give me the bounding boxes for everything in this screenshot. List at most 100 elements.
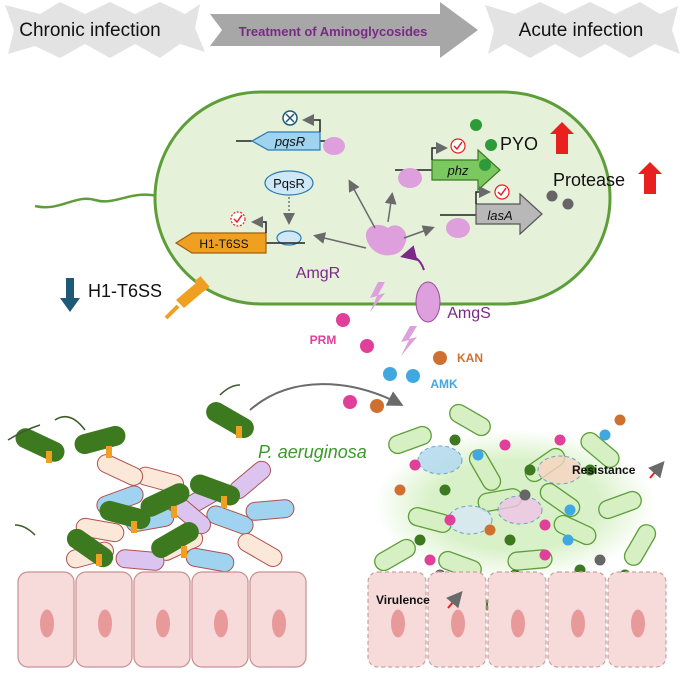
p-aeruginosa-cell: [140, 483, 190, 517]
molecule-dot: [519, 489, 531, 501]
amgs-protein: [415, 281, 441, 323]
acute-bacterium: [580, 431, 620, 469]
phz-promoter: [431, 142, 448, 160]
amgr-bound-pqsr: [323, 137, 345, 155]
lysed-cell: [417, 445, 463, 475]
syringe-icon: [46, 451, 52, 463]
biofilm-cell: [96, 454, 144, 486]
up-arrow-icon: [446, 590, 463, 609]
treatment-label: Treatment of Aminoglycosides: [239, 24, 428, 39]
kan-molecule: [433, 351, 447, 365]
molecule-dot: [539, 519, 551, 531]
chronic-biofilm: [7, 384, 295, 573]
syringe-icon: [106, 446, 112, 458]
flagellum: [7, 424, 41, 441]
treatment-arrow: [210, 2, 478, 58]
pyo-dot: [479, 159, 491, 171]
h1t6ss-promoter: [251, 216, 267, 233]
transition-arrow: [249, 383, 404, 411]
up-arrow-icon: [550, 122, 574, 154]
pqsr-bound: [276, 230, 302, 246]
amgr-bound-lasa: [446, 218, 470, 238]
syringe-icon: [96, 554, 102, 566]
host-nucleus: [631, 609, 645, 638]
bacterial-cell: pqsR PqsR H1-T6SS: [34, 90, 612, 356]
biofilm-cell: [115, 549, 165, 571]
molecule-dot: [562, 534, 574, 546]
amgr-arrow-pqsr: [348, 179, 376, 229]
molecule-dot: [472, 449, 484, 461]
protease-dot: [562, 198, 574, 210]
molecule-dot: [414, 534, 426, 546]
flagellum: [54, 415, 86, 431]
resistance-label: Resistance: [572, 463, 636, 477]
down-arrow-icon: [60, 278, 80, 312]
up-arrow-icon: [648, 460, 665, 479]
pqsr-gene-arrow: [250, 131, 321, 151]
amgs-label: AmgS: [447, 305, 491, 322]
amgr-arrow-lasa: [403, 225, 435, 239]
amk-label: AMK: [430, 377, 458, 391]
flagellum: [14, 524, 36, 536]
flagellum: [219, 384, 241, 396]
protease-label: Protease: [553, 170, 625, 190]
molecule-dot: [554, 434, 566, 446]
host-nucleus: [98, 609, 112, 638]
amgr-arrow-pqsr-protein: [313, 232, 367, 249]
inhibit-icon: [282, 110, 298, 126]
host-nucleus: [451, 609, 465, 638]
kan-label: KAN: [457, 351, 483, 365]
lasa-gene-arrow: [475, 192, 543, 236]
host-nucleus: [156, 609, 170, 638]
host-nucleus: [571, 609, 585, 638]
amgr-arrow-phz: [384, 192, 397, 223]
host-nucleus: [511, 609, 525, 638]
lysed-cell: [497, 495, 543, 525]
host-cells-left: [17, 571, 307, 668]
chronic-burst-shape: [5, 2, 205, 58]
acute-bacterium: [449, 403, 491, 437]
lightning-icon: [370, 282, 385, 312]
lysed-cell: [537, 455, 583, 485]
pqsr-promoter: [302, 114, 321, 132]
lasa-promoter: [475, 186, 491, 204]
p-aeruginosa-cell: [74, 425, 126, 455]
pqsr-gene-label: pqsR: [274, 134, 305, 149]
molecule-dot: [484, 524, 496, 536]
syringe-icon: [236, 426, 242, 438]
prm-molecule: [360, 339, 374, 353]
prm-molecule: [336, 313, 350, 327]
host-nucleus: [40, 609, 54, 638]
antibiotics: PRM KAN AMK: [310, 313, 483, 413]
syringe-icon: [221, 496, 227, 508]
pqsr-protein: [264, 170, 314, 196]
host-cells-right: [367, 571, 667, 668]
pqsr-gene: pqsR: [236, 110, 345, 155]
amk-molecule: [406, 369, 420, 383]
virulence-label: Virulence: [376, 593, 430, 607]
biofilm-cell: [245, 499, 295, 521]
h1t6ss-gene-label: H1-T6SS: [199, 237, 248, 251]
prm-label: PRM: [310, 333, 337, 347]
h1t6ss-gene-arrow: [174, 232, 267, 254]
host-nucleus: [214, 609, 228, 638]
pyo-label: PYO: [500, 134, 538, 154]
header: Chronic infection Treatment of Aminoglyc…: [5, 2, 680, 58]
pyo-dot: [470, 119, 482, 131]
molecule-dot: [584, 464, 596, 476]
phz-gene-label: phz: [447, 163, 469, 178]
flagellum: [34, 193, 159, 209]
prm-molecule: [343, 395, 357, 409]
host-nucleus: [272, 609, 286, 638]
check-icon: [494, 184, 510, 200]
syringe-icon: [171, 506, 177, 518]
lasa-gene: lasA: [440, 184, 574, 238]
molecule-dot: [394, 484, 406, 496]
molecule-dot: [614, 414, 626, 426]
amgr-protein: [365, 224, 407, 256]
syringe-icon: [181, 546, 187, 558]
amk-molecule: [383, 367, 397, 381]
amgr-bound-phz: [398, 168, 422, 188]
amgs-to-amgr-arrow: [400, 245, 425, 271]
